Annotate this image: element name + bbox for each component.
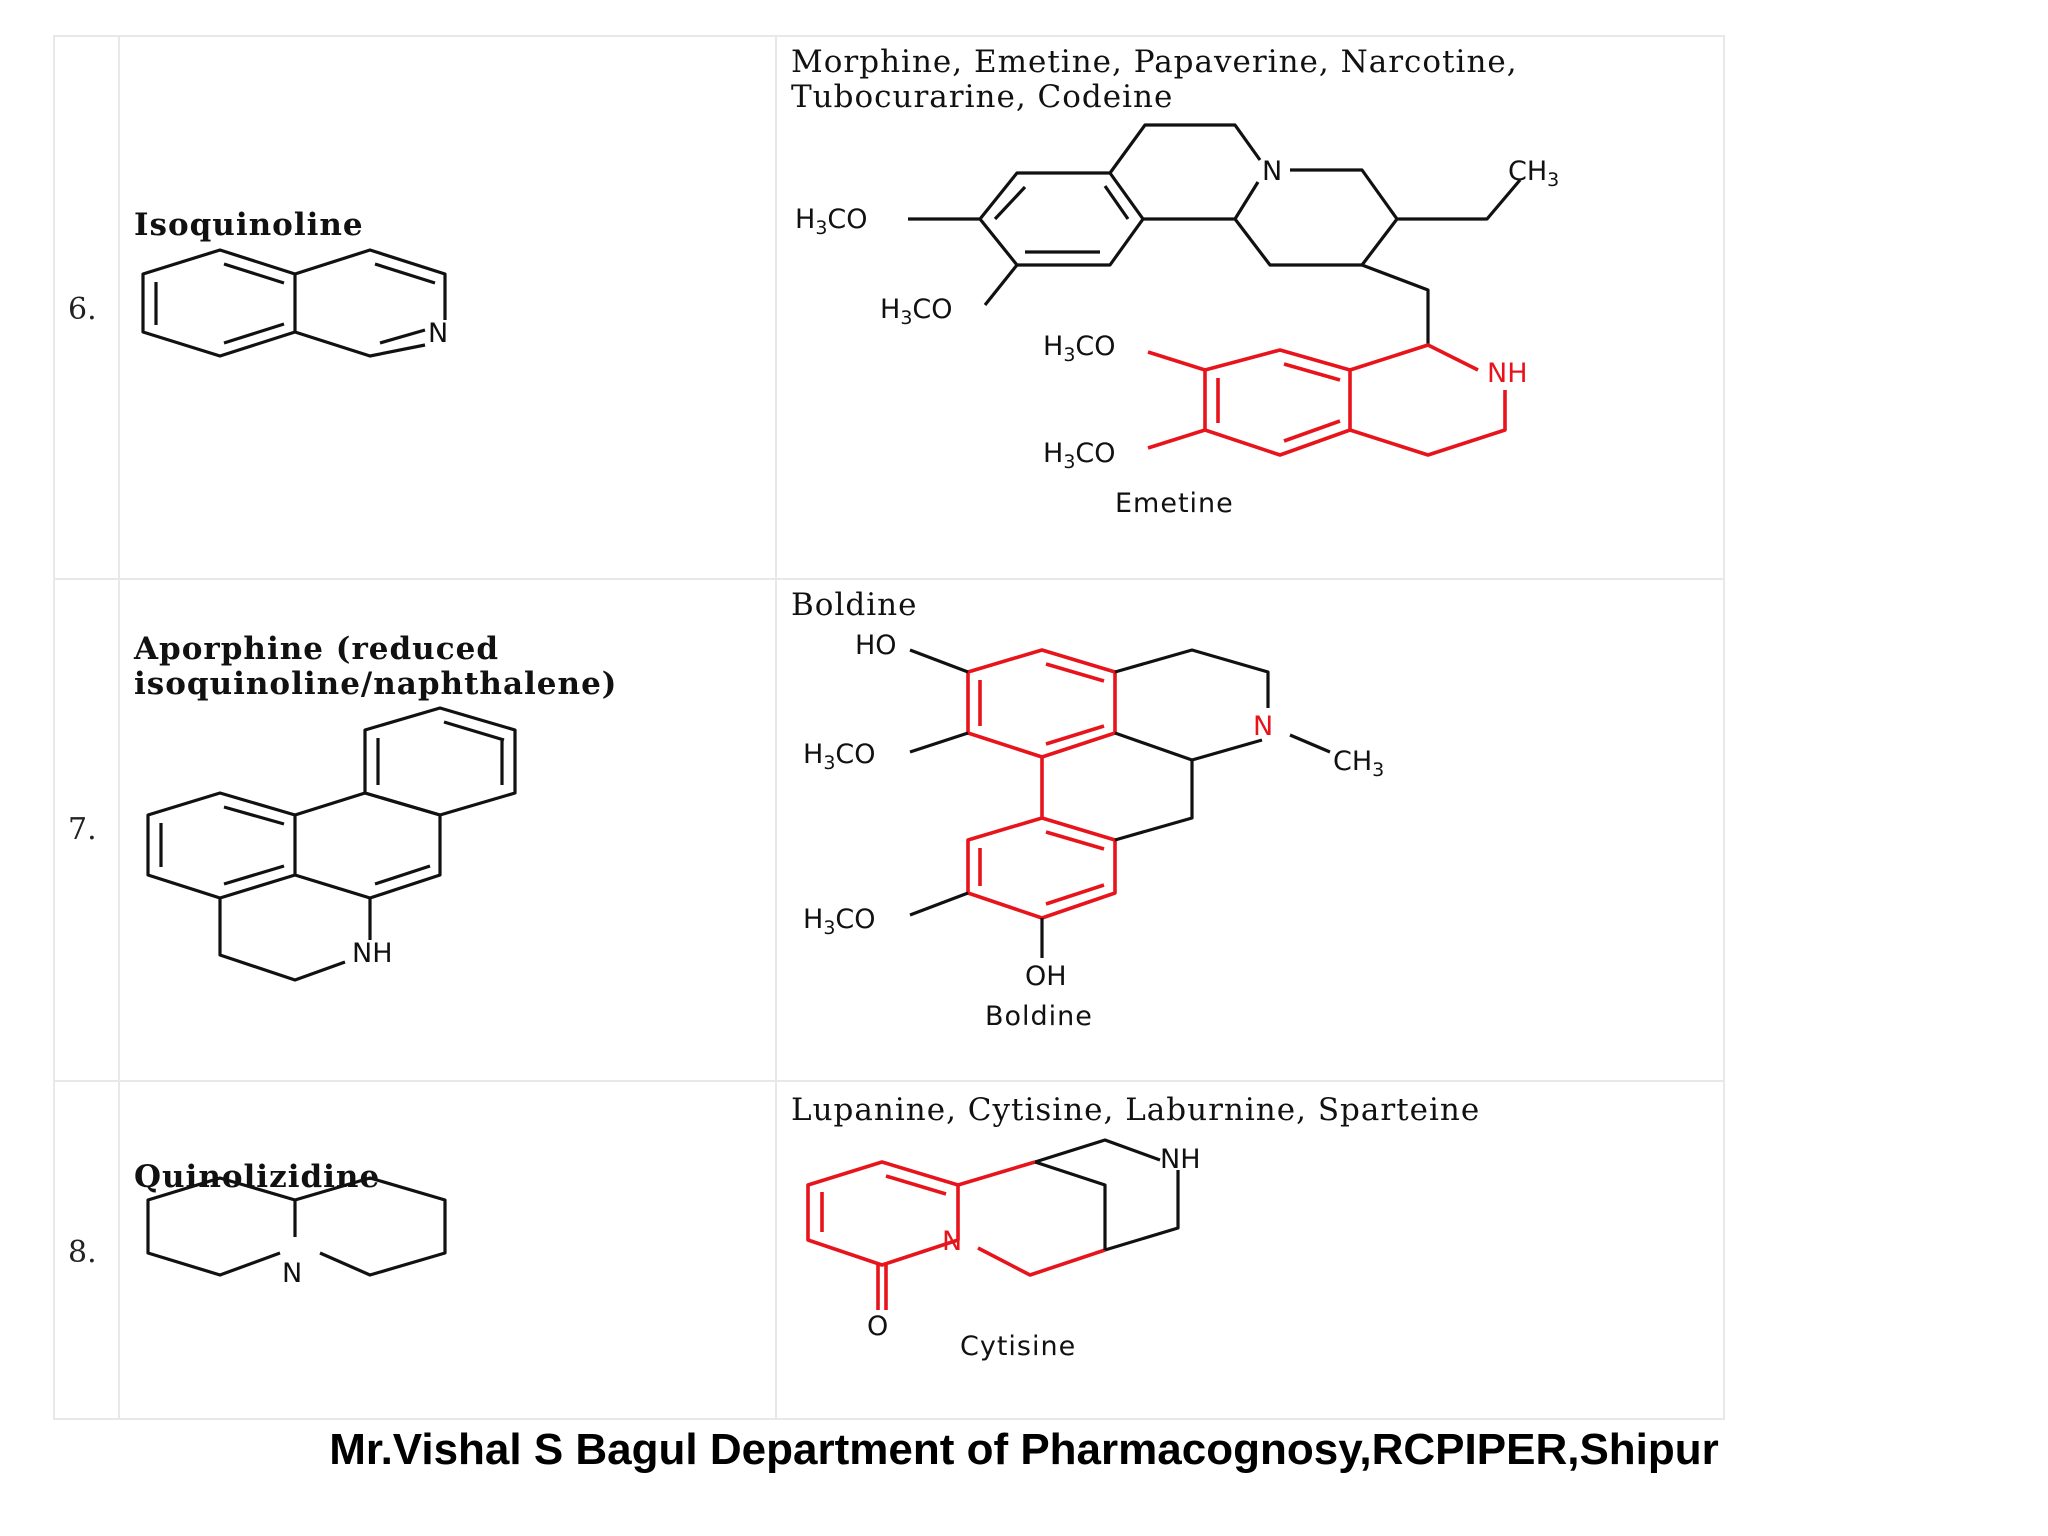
row-name-isoquinoline: Isoquinoline [134,207,364,243]
row-number-8: 8. [68,1235,97,1270]
structure-caption-cytisine: Cytisine [960,1331,1076,1362]
row-name-aporphine: Aporphine (reduced isoquinoline/naphthal… [134,632,617,702]
atom-label-n: N [282,1258,302,1289]
atom-label-n: N [428,318,448,349]
group-label-h3co: H3CO [803,904,876,939]
group-label-h3co: H3CO [795,204,868,239]
row-examples-7: Boldine [791,587,918,623]
group-label-h3co: H3CO [1043,331,1116,366]
row-examples-8: Lupanine, Cytisine, Laburnine, Sparteine [791,1092,1481,1128]
atom-label-n: N [942,1226,962,1257]
group-label-oh: OH [1025,961,1067,992]
name-line: isoquinoline/naphthalene) [134,666,618,702]
group-label-h3co: H3CO [803,739,876,774]
row-divider [53,1080,1725,1082]
structure-caption-boldine: Boldine [985,1001,1093,1032]
row-number-7: 7. [68,812,97,847]
atom-label-o: O [867,1311,888,1342]
table-frame [53,35,1725,1420]
group-label-h3co: H3CO [1043,438,1116,473]
row-examples-6: Morphine, Emetine, Papaverine, Narcotine… [791,45,1518,115]
examples-line: Tubocurarine, Codeine [791,79,1174,115]
column-divider [118,35,120,1420]
atom-label-nh: NH [352,938,393,969]
group-label-h3co: H3CO [880,294,953,329]
atom-label-n: N [1262,156,1282,187]
group-label-ch3: CH3 [1333,746,1384,781]
atom-label-n: N [1253,711,1273,742]
column-divider [775,35,777,1420]
examples-line: Morphine, Emetine, Papaverine, Narcotine… [791,44,1518,80]
name-line: Aporphine (reduced [134,631,499,667]
footer-credit: Mr.Vishal S Bagul Department of Pharmaco… [329,1425,1719,1474]
row-number-6: 6. [68,292,97,327]
row-divider [53,578,1725,580]
structure-caption-emetine: Emetine [1115,488,1234,519]
group-label-ch3: CH3 [1508,156,1559,191]
atom-label-nh: NH [1487,358,1528,389]
group-label-ho: HO [855,630,897,661]
atom-label-nh: NH [1160,1144,1201,1175]
